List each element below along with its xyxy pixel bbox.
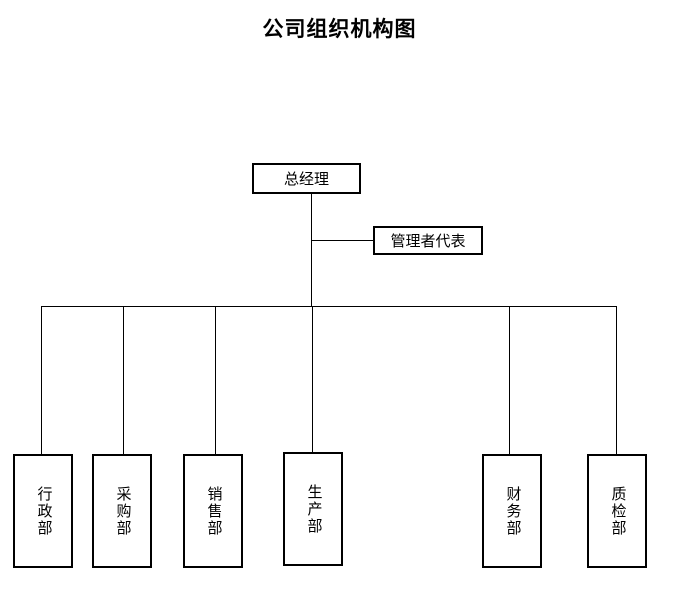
- connector-root-vertical: [311, 194, 312, 306]
- node-label: 行政部: [35, 485, 52, 537]
- connector-drop-production: [312, 307, 313, 452]
- connector-main-horizontal: [41, 306, 617, 307]
- connector-drop-finance: [509, 307, 510, 454]
- node-label: 财务部: [504, 485, 521, 537]
- node-label: 生产部: [305, 483, 322, 535]
- node-general-manager: 总经理: [252, 163, 361, 194]
- node-label: 管理者代表: [390, 234, 466, 250]
- connector-drop-quality: [616, 307, 617, 454]
- connector-drop-sales: [215, 307, 216, 454]
- node-dept-production: 生产部: [283, 452, 343, 566]
- node-label: 采购部: [114, 485, 131, 537]
- node-dept-sales: 销售部: [183, 454, 243, 568]
- node-label: 质检部: [609, 485, 626, 537]
- node-management-representative: 管理者代表: [373, 226, 483, 255]
- connector-drop-purchasing: [123, 307, 124, 454]
- connector-drop-admin: [41, 307, 42, 454]
- chart-title: 公司组织机构图: [262, 17, 417, 41]
- node-label: 总经理: [283, 172, 329, 188]
- node-label: 销售部: [205, 485, 222, 537]
- node-dept-admin: 行政部: [13, 454, 73, 568]
- connector-rep-branch: [312, 240, 373, 241]
- node-dept-purchasing: 采购部: [92, 454, 152, 568]
- node-dept-finance: 财务部: [482, 454, 542, 568]
- node-dept-quality: 质检部: [587, 454, 647, 568]
